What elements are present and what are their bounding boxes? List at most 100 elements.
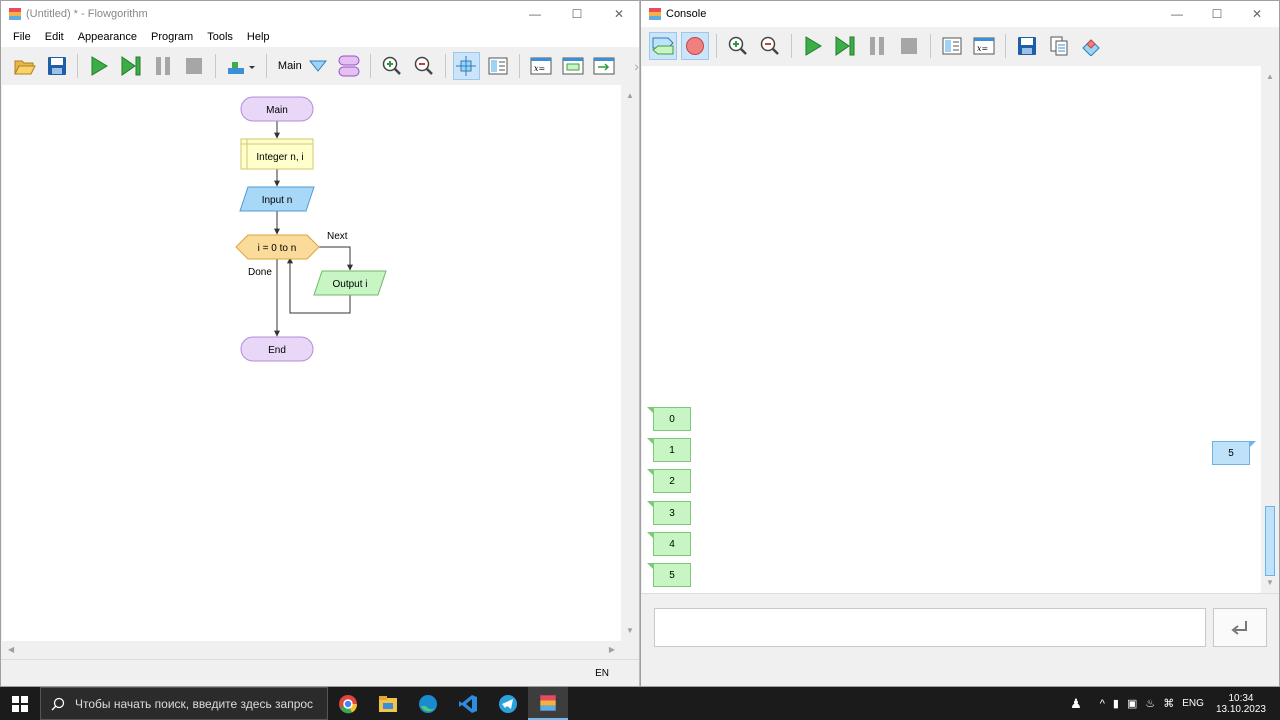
people-icon[interactable]: ♟ [1070,695,1082,711]
end-node[interactable]: End [240,336,314,362]
flowchart-canvas[interactable]: Main Integer n, i Input n i = 0 to n Nex… [2,85,621,641]
chrome-icon[interactable] [328,687,368,720]
console-vertical-scrollbar[interactable]: ▲ ▼ [1261,66,1279,593]
step-icon[interactable] [831,32,859,60]
toolbar-separator [930,34,931,58]
chat-view-icon[interactable] [649,32,677,60]
menu-edit[interactable]: Edit [44,31,64,43]
close-icon[interactable]: ✕ [613,7,625,21]
maximize-icon[interactable]: ☐ [1211,7,1223,21]
menu-program[interactable]: Program [151,31,194,43]
zoom-out-icon[interactable] [410,52,438,80]
menu-appearance[interactable]: Appearance [77,31,138,43]
toolbar-separator [77,54,79,78]
loop-next-label: Next [327,231,348,242]
console-output-area[interactable]: 5 0 1 2 3 4 5 [642,66,1261,593]
eraser-icon[interactable] [1077,32,1105,60]
volume-icon[interactable]: ♨ [1145,698,1156,710]
pause-icon[interactable] [863,32,891,60]
pause-icon[interactable] [149,52,177,80]
input-node-label: Input n [262,195,293,206]
record-icon[interactable] [681,32,709,60]
battery-icon[interactable]: ▮ [1112,698,1119,710]
menu-tools[interactable]: Tools [207,31,233,43]
save-icon[interactable] [43,52,71,80]
menu-bar: File Edit Appearance Program Tools Help [1,27,639,47]
scrollbar-thumb[interactable] [1265,506,1275,576]
console-titlebar[interactable]: Console — ☐ ✕ [641,1,1279,27]
minimize-icon[interactable]: — [1171,7,1183,21]
keyboard-language[interactable]: ENG [1182,698,1204,709]
windows-start-icon[interactable] [0,687,40,720]
generate-code-icon[interactable] [559,52,587,80]
file-explorer-icon[interactable] [368,687,408,720]
enter-icon [1231,620,1247,635]
vscode-icon[interactable] [448,687,488,720]
toolbar-separator [791,34,792,58]
console-text-input[interactable] [654,608,1206,647]
wifi-icon[interactable]: ⌘ [1163,698,1175,710]
output-node[interactable]: Output i [313,270,387,296]
function-manager-icon[interactable] [335,52,363,80]
loop-node-label: i = 0 to n [258,243,297,254]
menu-file[interactable]: File [13,31,31,43]
clock[interactable]: 10:34 13.10.2023 [1216,693,1266,715]
loop-node[interactable]: i = 0 to n [235,234,320,260]
step-icon[interactable] [117,52,145,80]
zoom-out-icon[interactable] [756,32,784,60]
search-icon [51,697,65,710]
canvas-horizontal-scrollbar[interactable]: ◀ ▶ [2,641,621,659]
taskbar-search-box[interactable]: Чтобы начать поиск, введите здесь запрос [40,687,328,720]
copy-icon[interactable] [1045,32,1073,60]
scroll-down-icon[interactable]: ▼ [626,626,634,635]
variable-watch-icon[interactable]: x= [527,52,555,80]
console-output-bubble: 2 [647,469,691,493]
flowgorithm-app-icon [9,8,21,20]
system-tray: ♟ ^ ▮ ▣ ♨ ⌘ ENG 10:34 13.10.2023 [1070,687,1280,720]
canvas-vertical-scrollbar[interactable]: ▲ ▼ [621,85,639,641]
console-output-bubble: 5 [647,563,691,587]
toolbar-overflow-chevron-icon[interactable]: › [634,58,639,74]
close-icon[interactable]: ✕ [1251,7,1263,21]
scroll-down-icon[interactable]: ▼ [1266,578,1274,587]
declare-node[interactable]: Integer n, i [240,138,314,170]
open-folder-icon[interactable] [11,52,39,80]
menu-help[interactable]: Help [246,31,270,43]
run-icon[interactable] [799,32,827,60]
edge-icon[interactable] [408,687,448,720]
run-icon[interactable] [85,52,113,80]
function-selector[interactable]: Main [277,60,302,72]
toolbar-separator [215,54,217,78]
toolbar-separator [519,54,521,78]
input-node[interactable]: Input n [239,186,315,212]
layout-icon[interactable] [938,32,966,60]
flowgorithm-titlebar[interactable]: (Untitled) * - Flowgorithm — ☐ ✕ [1,1,639,27]
telegram-icon[interactable] [488,687,528,720]
layout-icon[interactable] [484,52,512,80]
scroll-up-icon[interactable]: ▲ [626,91,634,100]
flowgorithm-taskbar-icon[interactable] [528,687,568,720]
scroll-up-icon[interactable]: ▲ [1266,72,1274,81]
minimize-icon[interactable]: — [529,7,541,21]
stop-icon[interactable] [181,52,209,80]
chevron-down-icon[interactable] [304,52,332,80]
maximize-icon[interactable]: ☐ [571,7,583,21]
toolbar-separator [1005,34,1006,58]
save-icon[interactable] [1013,32,1041,60]
scroll-left-icon[interactable]: ◀ [8,645,15,654]
flowchart-diagram: Main Integer n, i Input n i = 0 to n Nex… [235,96,387,362]
zoom-in-icon[interactable] [724,32,752,60]
console-window: Console — ☐ ✕ [640,0,1280,687]
fit-view-icon[interactable] [452,52,481,80]
scroll-right-icon[interactable]: ▶ [608,645,615,654]
variable-watch-icon[interactable]: x= [970,32,998,60]
chevron-up-icon[interactable]: ^ [1099,697,1105,710]
window-title: (Untitled) * - Flowgorithm [26,8,148,20]
monitor-icon[interactable]: ▣ [1126,698,1138,710]
zoom-in-icon[interactable] [378,52,406,80]
speed-dropdown-icon[interactable] [223,52,259,80]
submit-button[interactable] [1213,608,1267,647]
console-icon[interactable] [590,52,618,80]
start-node[interactable]: Main [240,96,314,122]
stop-icon[interactable] [895,32,923,60]
